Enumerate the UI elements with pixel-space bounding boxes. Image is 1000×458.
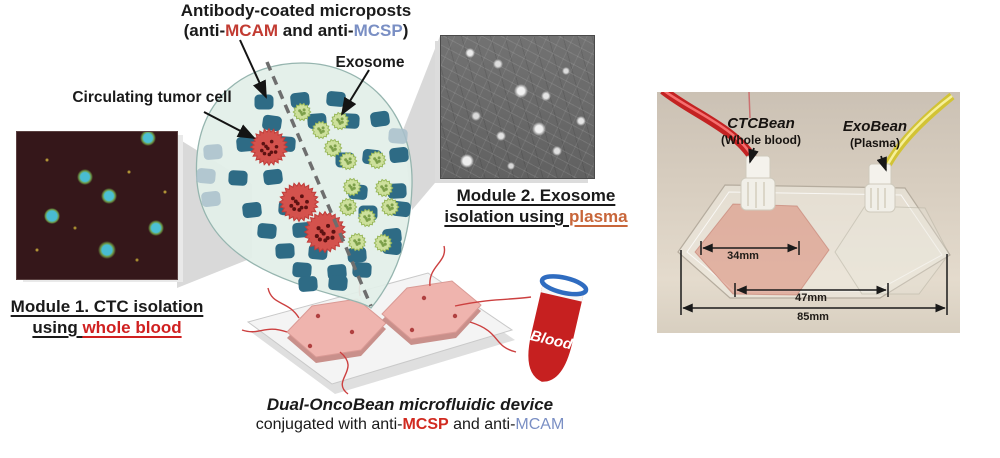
micropost xyxy=(290,91,310,109)
ctc-cell xyxy=(303,210,347,254)
micropost xyxy=(352,262,372,278)
micropost xyxy=(292,262,312,278)
micropost xyxy=(242,201,262,219)
exosome-particle xyxy=(311,120,331,140)
module1-heading: Module 1. CTC isolation using whole bloo… xyxy=(2,296,212,338)
arrow-exosome xyxy=(340,69,370,116)
exosome-particle xyxy=(357,208,377,228)
antibody-close: ) xyxy=(402,21,409,41)
micropost xyxy=(228,170,248,186)
microposts xyxy=(228,91,411,292)
module-divider-dashed-line xyxy=(265,61,373,307)
caption-subtitle: conjugated with anti-MCSP and anti-MCAM xyxy=(255,416,565,433)
exosome-particle xyxy=(373,233,393,253)
micropost xyxy=(275,243,295,259)
exosome-particle xyxy=(323,138,343,158)
blood-tube: Blood xyxy=(528,274,589,382)
antibody-mid: and anti- xyxy=(278,21,354,41)
micropost xyxy=(298,276,318,292)
ctc-cell xyxy=(249,127,289,167)
ctc-cell xyxy=(278,181,320,223)
exosome-particles xyxy=(292,102,400,253)
exosome-particle xyxy=(342,177,362,197)
ctcbean-sublabel: (Whole blood) xyxy=(721,133,801,147)
ctc-fluorescence-image xyxy=(16,131,178,280)
exosome-particle xyxy=(338,197,358,217)
zoom-wedge-right xyxy=(403,36,440,210)
dim-label-34mm: 34mm xyxy=(727,250,759,262)
module1-line2: using whole blood xyxy=(32,318,182,337)
micropost-faded xyxy=(203,144,223,160)
exosome-label: Exosome xyxy=(335,54,405,71)
schematic-diagram: Blood xyxy=(177,36,589,395)
module2-line1: Module 2. Exosome xyxy=(456,186,616,205)
arrow-exobean xyxy=(876,155,887,172)
micropost xyxy=(370,110,390,128)
caption-title: Dual-OncoBean microfluidic device xyxy=(266,395,554,414)
exosome-sem-image xyxy=(440,35,595,179)
ctcbean-label: CTCBean xyxy=(727,115,795,132)
module2-heading: Module 2. Exosome isolation using plasma xyxy=(420,185,652,227)
mcsp-text: MCSP xyxy=(353,21,403,41)
mcam-text: MCAM xyxy=(225,21,279,41)
dim-label-47mm: 47mm xyxy=(795,292,827,304)
micropost-faded xyxy=(201,190,221,208)
exosome-particle xyxy=(380,197,400,217)
exo-bean-chamber xyxy=(381,280,482,340)
micropost-faded xyxy=(388,128,408,144)
ctc-label: Circulating tumor cell xyxy=(72,89,232,106)
arrow-ctcbean xyxy=(748,147,759,164)
faded-microposts xyxy=(196,128,408,208)
micropost xyxy=(254,94,274,110)
antibody-label-line1: Antibody-coated microposts xyxy=(180,1,412,20)
exobean-label: ExoBean xyxy=(842,118,908,135)
exosome-particle xyxy=(367,150,387,170)
exosome-particle xyxy=(292,102,312,122)
micropost xyxy=(257,223,277,239)
device-photo-graphics xyxy=(660,92,955,315)
micropost xyxy=(262,114,282,132)
micropost xyxy=(389,146,409,164)
right-fitting xyxy=(864,163,896,213)
arrow-ctc xyxy=(203,111,256,139)
exosome-particle xyxy=(338,151,358,171)
figure-caption: Dual-OncoBean microfluidic device conjug… xyxy=(240,394,580,435)
antibody-label: Antibody-coated microposts (anti-MCAM an… xyxy=(146,1,446,41)
micropost xyxy=(347,247,367,263)
micropost xyxy=(236,136,256,152)
antibody-label-line2: (anti-MCAM and anti-MCSP) xyxy=(146,21,446,41)
dim-label-85mm: 85mm xyxy=(797,311,829,323)
exobean-sublabel: (Plasma) xyxy=(849,136,901,150)
micropost xyxy=(326,91,346,107)
whole-blood-text: whole blood xyxy=(82,318,182,337)
left-fitting xyxy=(740,155,776,211)
micropost-faded xyxy=(196,168,216,184)
device-photo: CTCBean (Whole blood) ExoBean (Plasma) 3… xyxy=(657,92,960,333)
micropost xyxy=(263,168,283,186)
exosome-particle xyxy=(374,178,394,198)
tube-rim xyxy=(539,274,589,297)
caption-mcam-text: MCAM xyxy=(515,416,565,433)
plasma-text: plasma xyxy=(569,207,628,226)
module1-line1: Module 1. CTC isolation xyxy=(10,297,204,316)
arrow-antibody-microposts xyxy=(239,39,267,99)
antibody-open: (anti- xyxy=(183,21,226,41)
exosome-particle xyxy=(347,232,367,252)
caption-mcsp-text: MCSP xyxy=(402,416,449,433)
micropost xyxy=(328,275,348,291)
module2-line2: isolation using plasma xyxy=(444,207,628,226)
